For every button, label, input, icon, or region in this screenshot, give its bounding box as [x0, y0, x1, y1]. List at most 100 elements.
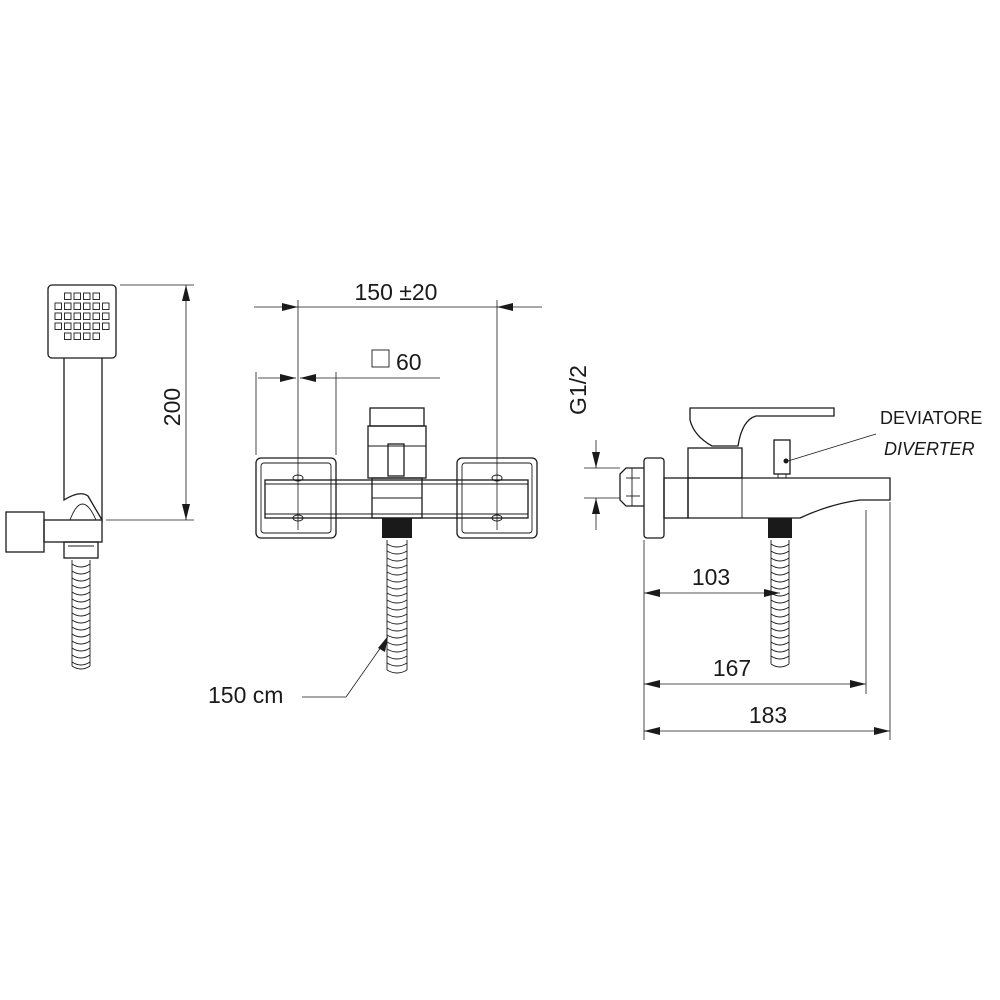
nozzle: [73, 322, 81, 330]
nozzle: [83, 312, 91, 320]
nozzle: [73, 312, 81, 320]
hose-coil: [386, 606, 408, 611]
nozzle: [64, 332, 72, 340]
wall-bracket: [5, 511, 45, 553]
hose-coil: [71, 654, 91, 659]
hose-coil: [770, 634, 790, 639]
shower-hose-side: [770, 540, 790, 668]
hose-coil: [71, 577, 91, 582]
nozzle: [92, 322, 100, 330]
shower-handle-tip: [69, 503, 97, 521]
hose-coil: [386, 634, 408, 639]
hose-coil: [386, 662, 408, 667]
lever-handle: [369, 407, 425, 427]
left-flange: [255, 457, 337, 539]
cartridge-housing: [367, 425, 427, 479]
square-icon: [371, 349, 390, 368]
hose-coil: [71, 626, 91, 631]
hose-coil: [386, 571, 408, 576]
mixer-body: [264, 479, 529, 519]
hose-coil: [770, 641, 790, 646]
handshower-height-label: 200: [159, 388, 185, 426]
depth-183-label: 183: [749, 702, 787, 728]
depth-103-label: 103: [692, 564, 730, 590]
hose-coil: [770, 550, 790, 555]
hose-outlet-nut: [382, 518, 412, 538]
hose-coil: [71, 640, 91, 645]
depth-167-label: 167: [713, 655, 751, 681]
shower-handle: [63, 358, 103, 523]
nozzle: [92, 292, 100, 300]
hose-coil: [386, 641, 408, 646]
nozzle: [102, 322, 110, 330]
hose-coil: [71, 584, 91, 589]
wall-plate: [643, 457, 665, 539]
nozzle: [73, 292, 81, 300]
nozzle: [92, 312, 100, 320]
diverter-label-en: DIVERTER: [884, 439, 975, 459]
hose-coil: [386, 578, 408, 583]
nozzle: [83, 302, 91, 310]
nozzle: [92, 302, 100, 310]
spout-body: [687, 477, 891, 519]
hose-coil: [770, 557, 790, 562]
diverter-label-it: DEVIATORE: [880, 408, 982, 428]
hose-coil: [770, 627, 790, 632]
bracket-arm: [43, 519, 103, 543]
nozzle: [83, 332, 91, 340]
hose-coil: [71, 605, 91, 610]
shower-hose-front: [386, 540, 408, 674]
nozzle: [64, 312, 72, 320]
hose-coil: [386, 550, 408, 555]
hose-coil: [386, 543, 408, 548]
nozzle: [64, 292, 72, 300]
hose-coil: [71, 647, 91, 652]
inlet-connector: [619, 467, 644, 507]
nozzle: [54, 312, 62, 320]
thread-label: G1/2: [565, 365, 591, 415]
hose-coil: [386, 564, 408, 569]
hose-coil: [770, 564, 790, 569]
nozzle: [54, 322, 62, 330]
mixer-front-view: 150 ±20 60 150 cm: [208, 279, 542, 708]
hose-coil: [386, 585, 408, 590]
lever-side: [689, 407, 835, 447]
hose-coil: [71, 591, 91, 596]
nozzle: [83, 322, 91, 330]
hose-coil: [71, 619, 91, 624]
hose-coil: [386, 655, 408, 660]
hose-coil: [71, 661, 91, 666]
nozzle: [92, 332, 100, 340]
hose-coil: [770, 599, 790, 604]
nozzle: [83, 292, 91, 300]
hose-coil: [770, 648, 790, 653]
hose-coil: [386, 592, 408, 597]
diverter-knob: [773, 439, 791, 475]
hose-coil: [71, 563, 91, 568]
hose-coil: [386, 599, 408, 604]
nozzle: [64, 302, 72, 310]
hose-coil: [770, 543, 790, 548]
hose-outlet-side: [768, 518, 792, 538]
shower-head: [47, 284, 117, 359]
hose-coil: [770, 578, 790, 583]
hose-coil: [386, 620, 408, 625]
hose-coil: [770, 585, 790, 590]
diverter-knob-front: [387, 443, 405, 477]
hose-coil: [71, 598, 91, 603]
hose-coil: [71, 570, 91, 575]
nozzle: [54, 302, 62, 310]
hose-coil: [386, 627, 408, 632]
hose-coil: [770, 620, 790, 625]
nozzle: [73, 302, 81, 310]
square-size-label: 60: [396, 349, 422, 375]
hose-coil: [386, 557, 408, 562]
nozzle: [64, 322, 72, 330]
shower-hose-left: [71, 560, 91, 670]
hose-length-label: 150 cm: [208, 682, 283, 708]
hose-coil: [770, 571, 790, 576]
hose-coil: [770, 655, 790, 660]
hose-coil: [71, 612, 91, 617]
mixer-side-view: DEVIATORE DIVERTER G1/2 103 167 183: [565, 365, 982, 740]
